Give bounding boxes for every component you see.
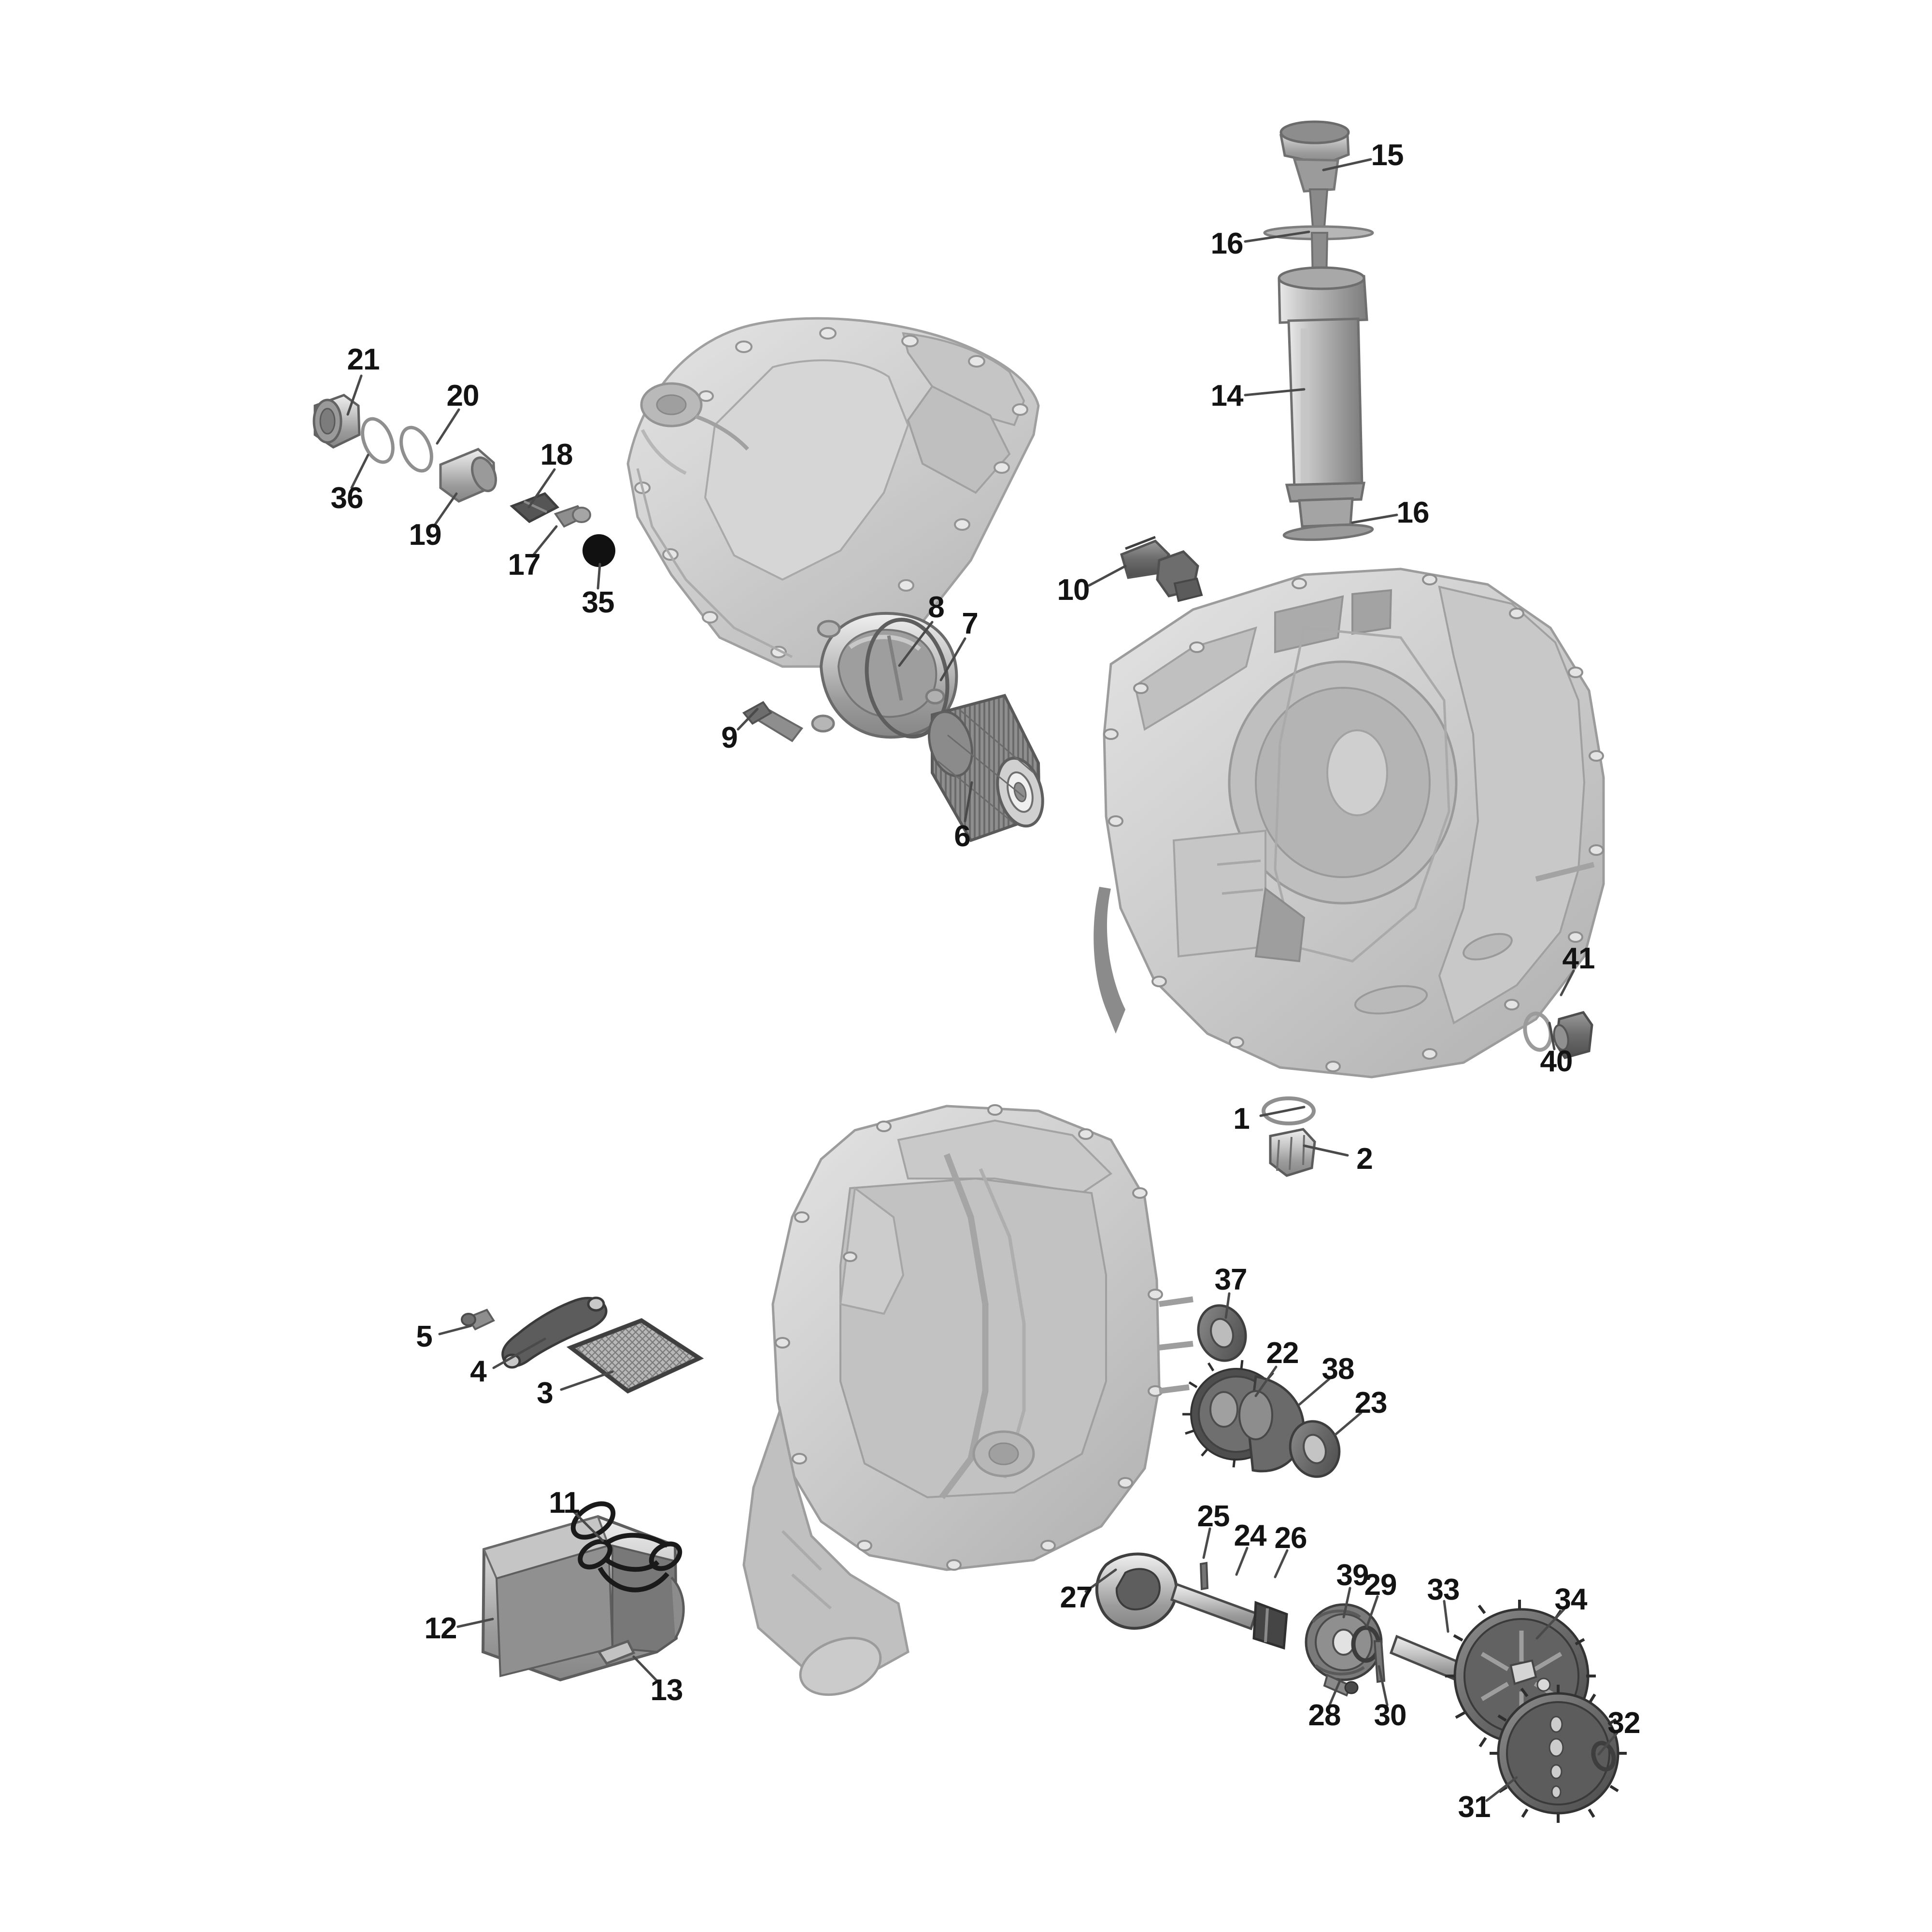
callout-32[interactable]: 32 bbox=[1607, 1706, 1641, 1740]
callout-14[interactable]: 14 bbox=[1210, 379, 1244, 412]
callout-39[interactable]: 39 bbox=[1336, 1559, 1369, 1592]
callout-10[interactable]: 10 bbox=[1057, 573, 1090, 607]
callout-19[interactable]: 19 bbox=[409, 518, 442, 552]
callout-41[interactable]: 41 bbox=[1562, 942, 1595, 975]
oil-filler-tube-assembly-graphic bbox=[1263, 120, 1374, 541]
callout-8[interactable]: 8 bbox=[928, 591, 944, 624]
callout-21[interactable]: 21 bbox=[347, 343, 380, 376]
callout-22[interactable]: 22 bbox=[1266, 1336, 1299, 1370]
callout-7[interactable]: 7 bbox=[962, 607, 978, 640]
callout-24[interactable]: 24 bbox=[1234, 1519, 1267, 1552]
small-parts-row-graphic bbox=[313, 394, 615, 567]
callout-38[interactable]: 38 bbox=[1321, 1352, 1355, 1386]
callout-33[interactable]: 33 bbox=[1427, 1573, 1460, 1606]
callout-3[interactable]: 3 bbox=[537, 1377, 553, 1410]
callout-29[interactable]: 29 bbox=[1364, 1568, 1397, 1602]
callout-34[interactable]: 34 bbox=[1554, 1583, 1588, 1616]
callout-36[interactable]: 36 bbox=[330, 482, 364, 515]
leader-lines bbox=[346, 158, 1619, 1802]
callout-17[interactable]: 17 bbox=[508, 548, 541, 582]
callout-9[interactable]: 9 bbox=[721, 721, 738, 754]
oil-filter-cartridge-graphic bbox=[927, 694, 1044, 842]
callout-37[interactable]: 37 bbox=[1214, 1263, 1248, 1296]
callout-6[interactable]: 6 bbox=[954, 820, 970, 853]
callout-23[interactable]: 23 bbox=[1354, 1386, 1388, 1420]
callout-26[interactable]: 26 bbox=[1274, 1521, 1307, 1555]
oil-cooler-graphic bbox=[481, 1501, 685, 1682]
crankcase-half-upper-right-graphic bbox=[1094, 568, 1605, 1079]
callout-35[interactable]: 35 bbox=[582, 586, 615, 619]
callout-28[interactable]: 28 bbox=[1308, 1699, 1341, 1732]
large-gears-graphic bbox=[1445, 1600, 1627, 1823]
oil-pressure-fitting-graphic bbox=[1120, 536, 1203, 602]
callout-5[interactable]: 5 bbox=[416, 1320, 432, 1353]
callout-40[interactable]: 40 bbox=[1540, 1045, 1573, 1078]
callout-1[interactable]: 1 bbox=[1233, 1102, 1250, 1136]
oil-jet-graphic bbox=[1523, 1011, 1593, 1059]
crankcase-half-lower-left-graphic bbox=[742, 1104, 1193, 1696]
callout-27[interactable]: 27 bbox=[1060, 1581, 1093, 1614]
callout-15[interactable]: 15 bbox=[1371, 139, 1404, 172]
callout-25[interactable]: 25 bbox=[1197, 1500, 1230, 1533]
callout-31[interactable]: 31 bbox=[1458, 1790, 1491, 1824]
oil-filter-cover-graphic bbox=[742, 611, 958, 742]
drain-plug-graphic bbox=[1262, 1096, 1316, 1177]
callout-4[interactable]: 4 bbox=[470, 1355, 486, 1388]
callout-16-lower[interactable]: 16 bbox=[1396, 496, 1430, 529]
engine-clutch-cover-graphic bbox=[626, 317, 1040, 668]
callout-12[interactable]: 12 bbox=[424, 1612, 457, 1645]
callout-18[interactable]: 18 bbox=[540, 438, 573, 471]
callout-30[interactable]: 30 bbox=[1374, 1699, 1407, 1732]
callout-11[interactable]: 11 bbox=[549, 1486, 580, 1520]
pump-shaft-group-graphic bbox=[1095, 1552, 1473, 1697]
callout-13[interactable]: 13 bbox=[650, 1674, 683, 1707]
oil-pump-assembly-graphic bbox=[1182, 1304, 1341, 1478]
callout-16-upper[interactable]: 16 bbox=[1210, 227, 1244, 260]
callout-20[interactable]: 20 bbox=[446, 379, 480, 412]
callout-2[interactable]: 2 bbox=[1356, 1142, 1373, 1176]
oil-strainer-graphic bbox=[461, 1296, 704, 1394]
